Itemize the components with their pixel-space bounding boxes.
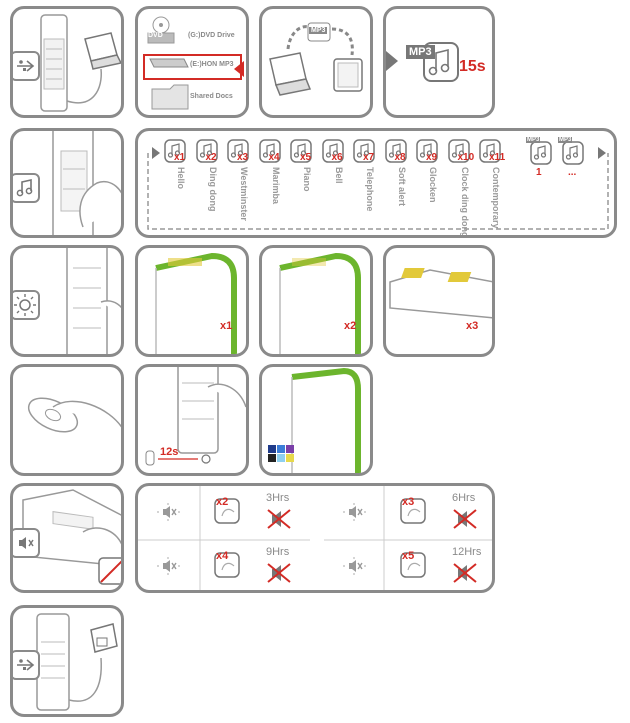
- melody-mult: x2: [205, 152, 217, 163]
- melody-mult: x10: [457, 152, 475, 163]
- melody-name: Ding dong: [207, 167, 218, 212]
- light-mode-2-mult: x2: [344, 320, 357, 332]
- melody-mult: x5: [300, 152, 312, 163]
- melody-mult: x6: [331, 152, 343, 163]
- color-select-drawing: [268, 367, 361, 473]
- led-ring-drawing: [279, 252, 361, 354]
- mp3-melody-label: ...: [568, 167, 577, 178]
- melody-name: Telephone: [365, 167, 375, 212]
- press-remote-drawing: [27, 397, 121, 433]
- melody-mult: x11: [489, 152, 506, 163]
- mute-button-panel: [10, 483, 124, 593]
- pair-button-panel: [10, 364, 124, 476]
- light-mode-2-panel: x2: [259, 245, 373, 357]
- shared-docs-label[interactable]: Shared Docs: [190, 93, 233, 100]
- mute-icon: [13, 528, 40, 558]
- melody-name: Hello: [176, 167, 186, 190]
- mute-hours: 3Hrs: [266, 492, 290, 504]
- light-mode-1-mult: x1: [220, 320, 233, 332]
- mute-press-mult: x3: [402, 496, 415, 508]
- mp3-badge: MP3: [406, 45, 435, 59]
- mp3-duration: 15s: [459, 58, 486, 75]
- mute-grid: [138, 486, 492, 590]
- melody-name: Piano: [302, 167, 312, 192]
- melody-mult: x7: [363, 152, 375, 163]
- mute-press-mult: x5: [402, 550, 415, 562]
- dvd-drive-label[interactable]: (G:)DVD Drive: [188, 32, 235, 39]
- light-mode-3-mult: x3: [466, 320, 479, 332]
- mp3-note-icon: [386, 42, 459, 82]
- melody-cycle-arrows: [147, 147, 609, 230]
- mute-hours: 12Hrs: [452, 546, 482, 558]
- melody-name: Marimba: [270, 167, 281, 205]
- dvd-label: DVD: [148, 32, 163, 39]
- light-mode-1-panel: x1: [135, 245, 249, 357]
- melody-name: Bell: [333, 167, 344, 184]
- top-light-drawing: [389, 268, 492, 319]
- mute-hours: 6Hrs: [452, 492, 476, 504]
- device-to-laptop-drawing: [40, 14, 121, 112]
- melody-name: Westminster: [239, 167, 249, 221]
- usb-icon: [13, 650, 40, 680]
- color-select-panel: [259, 364, 373, 476]
- mp3-melody-label: 1: [536, 167, 542, 178]
- hon-mp3-label[interactable]: (E:)HON MP3: [190, 61, 234, 68]
- copy-mp3-panel: MP3: [259, 6, 373, 118]
- hold-time: 12s: [160, 446, 179, 458]
- hold-reset-panel: 12s: [135, 364, 249, 476]
- mp3-melody-badge: MP3: [526, 137, 541, 143]
- mute-press-mult: x2: [216, 496, 229, 508]
- mp3-duration-panel: MP3 15s: [383, 6, 495, 118]
- usb-charge-panel: [10, 605, 124, 717]
- press-light-drawing: [66, 248, 121, 354]
- usb-icon: [13, 51, 40, 81]
- hon-mp3-selected-frame[interactable]: [143, 54, 242, 80]
- mp3-melody-badge: MP3: [558, 137, 573, 143]
- led-ring-drawing: [155, 252, 237, 354]
- mute-press-mult: x4: [216, 550, 229, 562]
- light-icon: [13, 290, 40, 320]
- light-button-panel: [10, 245, 124, 357]
- press-melody-drawing: [52, 131, 121, 235]
- melody-mult: x1: [174, 152, 186, 163]
- melody-button-panel: [10, 128, 124, 238]
- mute-duration-panel: x2 3Hrs x3 6Hrs x4 9Hrs x5 12Hrs: [135, 483, 495, 593]
- melody-mult: x9: [426, 152, 438, 163]
- copy-mp3-drawing: [269, 22, 363, 96]
- source-select-panel: DVD (G:)DVD Drive (E:)HON MP3 Shared Doc…: [135, 6, 249, 118]
- melody-name: Soft alert: [396, 167, 407, 207]
- melody-name: Clock ding dong: [459, 167, 470, 238]
- music-note-icon: [13, 173, 40, 203]
- melody-name: Glocken: [428, 167, 438, 203]
- melody-mult: x8: [394, 152, 406, 163]
- melody-mult: x4: [268, 152, 280, 163]
- drive-icons: [147, 16, 244, 110]
- press-mute-drawing: [22, 489, 121, 585]
- light-mode-3-panel: x3: [383, 245, 495, 357]
- melody-name: Contemporary: [491, 167, 501, 229]
- melody-mult: x3: [237, 152, 249, 163]
- copy-mp3-badge: MP3: [309, 27, 328, 34]
- usb-connect-panel: [10, 6, 124, 118]
- mute-hours: 9Hrs: [266, 546, 290, 558]
- hold-reset-drawing: [145, 367, 246, 466]
